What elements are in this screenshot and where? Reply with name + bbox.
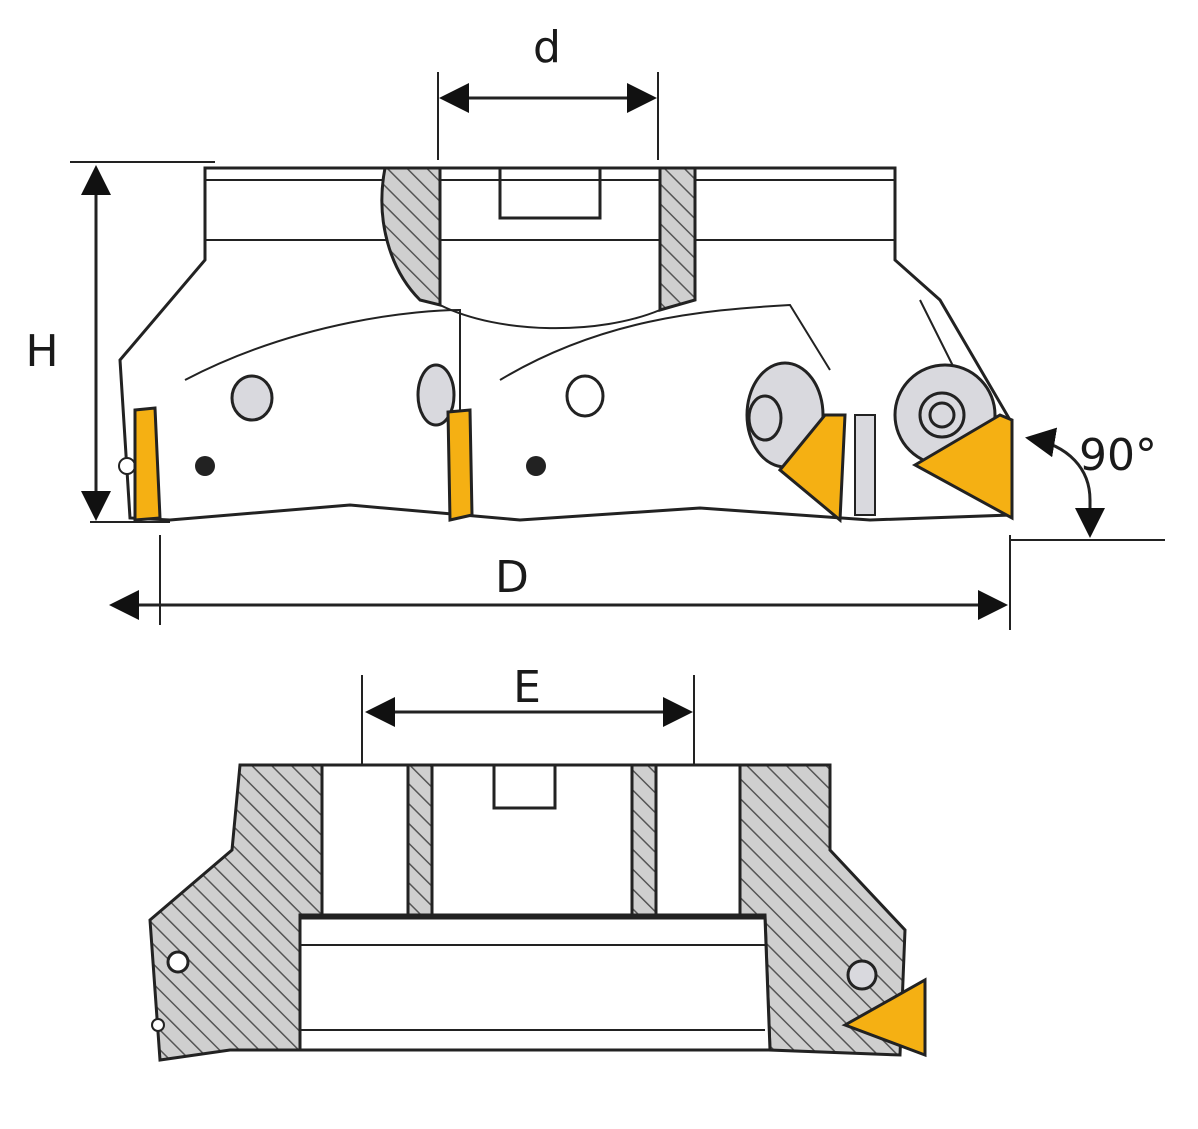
pin-hole (166, 950, 190, 974)
insert (777, 413, 847, 524)
insert (911, 413, 1014, 521)
pin-hole (151, 1018, 165, 1032)
insert (446, 408, 474, 522)
dimension-E: E (361, 662, 695, 765)
dimension-H: H (25, 161, 215, 523)
dimension-d: d (437, 22, 659, 160)
screw (846, 959, 878, 991)
cutter-body (118, 166, 1012, 522)
keyway (498, 168, 602, 220)
label-E: E (513, 662, 541, 713)
pin-hole (195, 456, 215, 476)
label-D: D (495, 552, 529, 603)
dimension-angle: 90° (1010, 427, 1165, 541)
pin-hole (526, 456, 546, 476)
label-angle: 90° (1079, 430, 1157, 481)
coolant-hole (230, 374, 274, 422)
label-d: d (533, 22, 561, 73)
label-H: H (25, 326, 58, 377)
section-view (148, 763, 927, 1062)
hatched-section-left (380, 166, 442, 307)
hatched-section-right (658, 166, 697, 312)
side-view (118, 166, 1014, 524)
keyway (492, 765, 557, 810)
coolant-hole (565, 374, 605, 418)
hatched-section-left (148, 763, 324, 1062)
insert (133, 406, 162, 522)
dimension-D: D (109, 535, 1011, 630)
insert (841, 977, 927, 1058)
pin-hole (118, 457, 136, 475)
